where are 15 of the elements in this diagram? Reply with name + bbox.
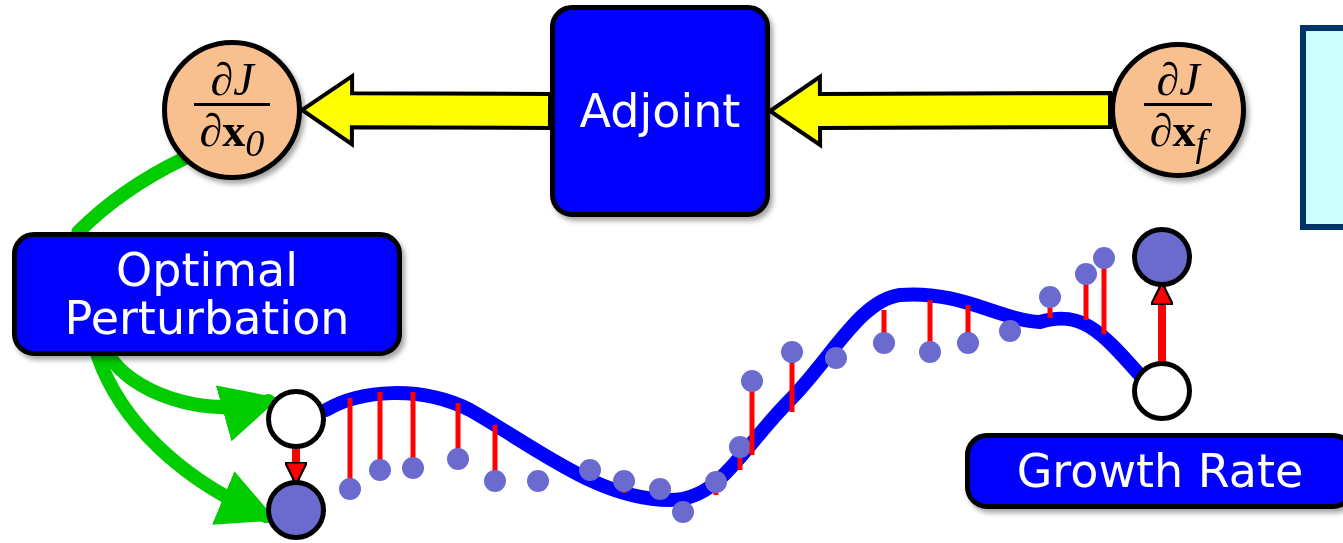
node-label: Growth Rate [1016,446,1304,496]
node-label: Adjoint [579,86,741,136]
denominator-text: ∂x$_{0}$ [193,103,271,163]
label-box [965,433,1343,509]
panel-box [1300,25,1343,230]
node-label: Optimal Perturbation [63,245,351,343]
perturbed-state-circle [266,480,326,540]
numerator-text: ∂J [1156,57,1200,104]
denominator-text: ∂x$_{f}$ [1143,103,1213,163]
process-box [550,5,770,217]
state-circle [1132,361,1192,421]
numerator-text: ∂J [210,57,254,104]
perturbed-state-circle [1132,227,1192,287]
state-circle [266,389,326,449]
label-box [12,232,402,356]
